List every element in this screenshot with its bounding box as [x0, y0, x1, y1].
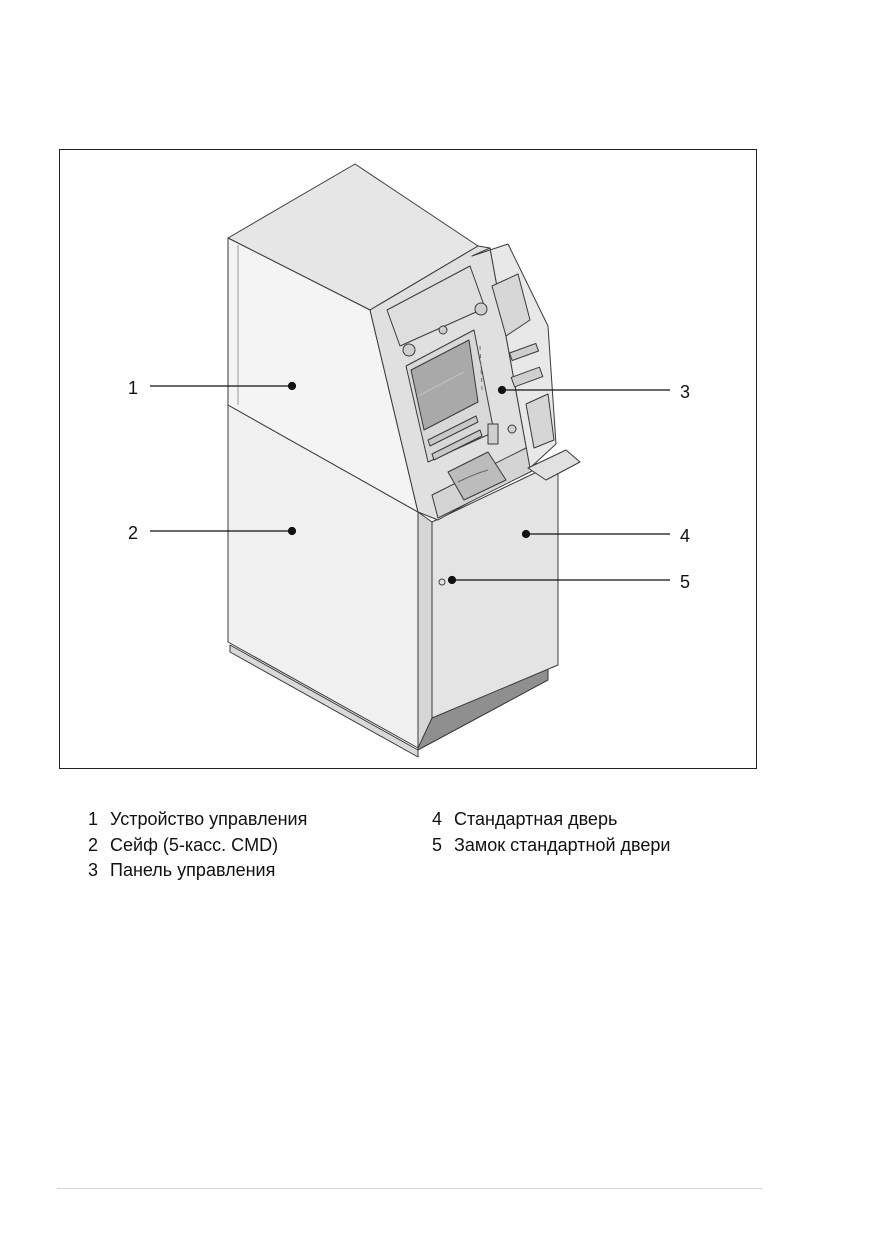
- topper-light-left: [402, 343, 416, 357]
- legend-label: Замок стандартной двери: [454, 834, 671, 855]
- legend-number: 1: [88, 809, 99, 829]
- legend-item-2: 2 Сейф (5-касс. CMD): [88, 833, 307, 859]
- writing-shelf: [527, 449, 581, 481]
- footer-divider: [57, 1188, 762, 1189]
- legend-number: 2: [88, 834, 99, 855]
- side-card-reader: [525, 393, 555, 449]
- receipt-slot: [427, 415, 479, 447]
- cash-exit: [447, 451, 507, 501]
- legend-item-4: 4 Стандартная дверь: [432, 807, 670, 833]
- safe-front-edge: [417, 511, 433, 749]
- legend-label: Сейф (5-касс. CMD): [110, 834, 279, 855]
- door-lock-icon: [438, 578, 446, 586]
- legend-column-left: 1 Устройство управления 2 Сейф (5-касс. CM…: [88, 807, 307, 884]
- figure-frame: 1 2 3 4 5: [59, 149, 757, 769]
- callout-4-number: 4: [680, 526, 690, 546]
- legend-number: 3: [88, 860, 99, 880]
- legend-label: Устройство управления: [110, 809, 308, 829]
- atm-illustration: 1 2 3 4 5: [128, 163, 690, 758]
- legend-item-1: 1 Устройство управления: [88, 807, 307, 833]
- legend-label: Панель управления: [110, 860, 276, 880]
- control-button: [507, 424, 517, 434]
- legend-column-right: 4 Стандартная дверь 5 Замок стандартной дв…: [432, 807, 670, 858]
- atm-screen: [410, 339, 479, 431]
- legend-number: 4: [432, 809, 443, 829]
- legend-item-3: 3 Панель управления: [88, 858, 307, 884]
- callout-3-number: 3: [680, 382, 690, 402]
- side-display: [491, 273, 531, 337]
- side-slot-upper: [508, 342, 540, 362]
- topper-light-mid: [438, 325, 448, 335]
- callout-2-number: 2: [128, 523, 138, 543]
- legend-number: 5: [432, 834, 443, 855]
- callout-5-number: 5: [680, 572, 690, 592]
- legend-item-5: 5 Замок стандартной двери: [432, 833, 670, 859]
- card-slot: [431, 429, 483, 461]
- base-plinth: [229, 644, 419, 758]
- legend-label: Стандартная дверь: [454, 809, 618, 829]
- callout-1-number: 1: [128, 378, 138, 398]
- indicator-panel: [487, 423, 499, 445]
- side-slot-lower: [510, 366, 544, 388]
- topper-light-right: [474, 302, 488, 316]
